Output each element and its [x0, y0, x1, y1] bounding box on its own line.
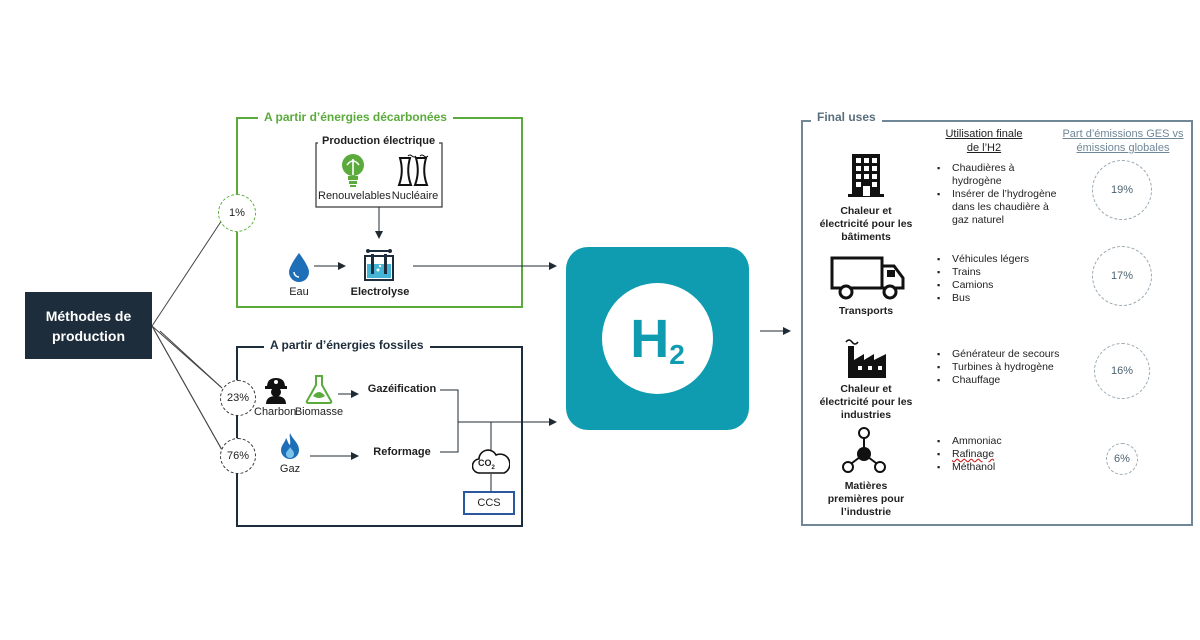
- biomass-flask-icon: [305, 375, 333, 404]
- gas-share: 76%: [220, 438, 256, 474]
- co2-text: CO2: [478, 458, 495, 471]
- list-item: Ammoniac: [937, 435, 1057, 448]
- final-uses-title: Final uses: [811, 110, 882, 124]
- list-item: Chauffage: [937, 374, 1077, 387]
- fossil-title: A partir d’énergies fossiles: [264, 338, 430, 352]
- uses-list-raw-materials: Ammoniac Rafinage Méthanol: [937, 435, 1057, 474]
- truck-icon: [830, 256, 905, 300]
- use-label-raw-materials: Matières premières pour l’industrie: [810, 480, 922, 519]
- decarbonated-title: A partir d’énergies décarbonées: [258, 110, 453, 124]
- coal-label: Charbon: [254, 406, 297, 418]
- list-item: Générateur de secours: [937, 348, 1077, 361]
- list-item-text: Insérer de l’hydrogène: [952, 188, 1057, 200]
- share-transports: 17%: [1092, 246, 1152, 306]
- co2-subscript: 2: [491, 464, 495, 471]
- col-usage-line1: Utilisation finale: [945, 128, 1023, 140]
- use-label-raw-3: l’industrie: [840, 506, 892, 518]
- col-share-header: Part d’émissions GES vs émissions global…: [1058, 127, 1188, 155]
- gas-flame-icon: [281, 433, 299, 459]
- hydrogen-h: H: [630, 308, 670, 369]
- list-item: Camions: [937, 279, 1067, 292]
- ccs-box: CCS: [463, 491, 515, 515]
- uses-list-transports: Véhicules légers Trains Camions Bus: [937, 253, 1067, 305]
- use-label-buildings-3: bâtiments: [841, 231, 891, 243]
- use-label-buildings-2: électricité pour les: [819, 218, 913, 230]
- molecule-icon: [842, 427, 886, 473]
- electrolysis-label: Electrolyse: [350, 286, 410, 298]
- col-share-line1: Part d’émissions GES vs: [1062, 128, 1184, 140]
- co2-main: CO: [478, 458, 492, 468]
- use-label-industries-3: industries: [840, 409, 892, 421]
- share-buildings: 19%: [1092, 160, 1152, 220]
- co2-cloud-icon: [472, 449, 510, 474]
- building-icon: [848, 154, 884, 197]
- water-drop-icon: [289, 253, 309, 282]
- reforming-label: Reformage: [373, 446, 431, 458]
- list-item: Méthanol: [937, 461, 1057, 474]
- use-label-buildings-1: Chaleur et: [840, 205, 892, 217]
- list-item-text: gaz naturel: [952, 214, 1004, 226]
- use-label-industries-2: électricité pour les: [819, 396, 913, 408]
- gasification-label: Gazéification: [367, 383, 437, 395]
- uses-list-industries: Générateur de secours Turbines à hydrogè…: [937, 348, 1077, 387]
- hydrogen-subscript: 2: [669, 338, 685, 370]
- list-item: Rafinage: [937, 448, 1057, 461]
- water-label: Eau: [289, 286, 309, 298]
- use-label-transports: Transports: [838, 305, 894, 317]
- biomass-label: Biomasse: [294, 406, 344, 418]
- list-item-text: Rafinage: [952, 448, 995, 460]
- use-label-raw-1: Matières: [844, 480, 888, 492]
- decarbonated-share: 1%: [218, 194, 256, 232]
- list-item: Véhicules légers: [937, 253, 1067, 266]
- list-item: Trains: [937, 266, 1067, 279]
- coal-miner-icon: [265, 378, 287, 404]
- list-item-text: hydrogène: [952, 175, 1002, 187]
- col-share-line2: émissions globales: [1076, 142, 1170, 154]
- final-uses-frame: [801, 120, 1193, 526]
- use-label-industries: Chaleur et électricité pour les industri…: [810, 383, 922, 422]
- use-label-industries-1: Chaleur et: [840, 383, 892, 395]
- production-methods-label-2: production: [51, 327, 126, 344]
- nuclear-plant-icon: [397, 154, 429, 186]
- electrolysis-icon: [364, 249, 394, 281]
- col-usage-header: Utilisation finale de l’H2: [930, 127, 1038, 155]
- use-label-buildings: Chaleur et électricité pour les bâtiment…: [810, 205, 922, 244]
- production-methods-box: Méthodes de production: [25, 292, 152, 359]
- share-raw-materials: 6%: [1106, 443, 1138, 475]
- factory-icon: [845, 339, 886, 378]
- gas-label: Gaz: [279, 463, 301, 475]
- use-label-raw-2: premières pour: [827, 493, 905, 505]
- lightbulb-icon: [342, 154, 364, 187]
- production-methods-label-1: Méthodes de: [45, 307, 132, 324]
- list-item: Bus: [937, 292, 1067, 305]
- list-item: Turbines à hydrogène: [937, 361, 1077, 374]
- renewables-label: Renouvelables: [318, 190, 391, 202]
- list-item-text: Chaudières à: [952, 162, 1015, 174]
- nuclear-label: Nucléaire: [391, 190, 439, 202]
- col-usage-line2: de l’H2: [966, 142, 1002, 154]
- share-industries: 16%: [1094, 343, 1150, 399]
- electric-production-title: Production électrique: [318, 135, 440, 147]
- coal-share: 23%: [220, 380, 256, 416]
- list-item-text: dans les chaudière à: [952, 201, 1049, 213]
